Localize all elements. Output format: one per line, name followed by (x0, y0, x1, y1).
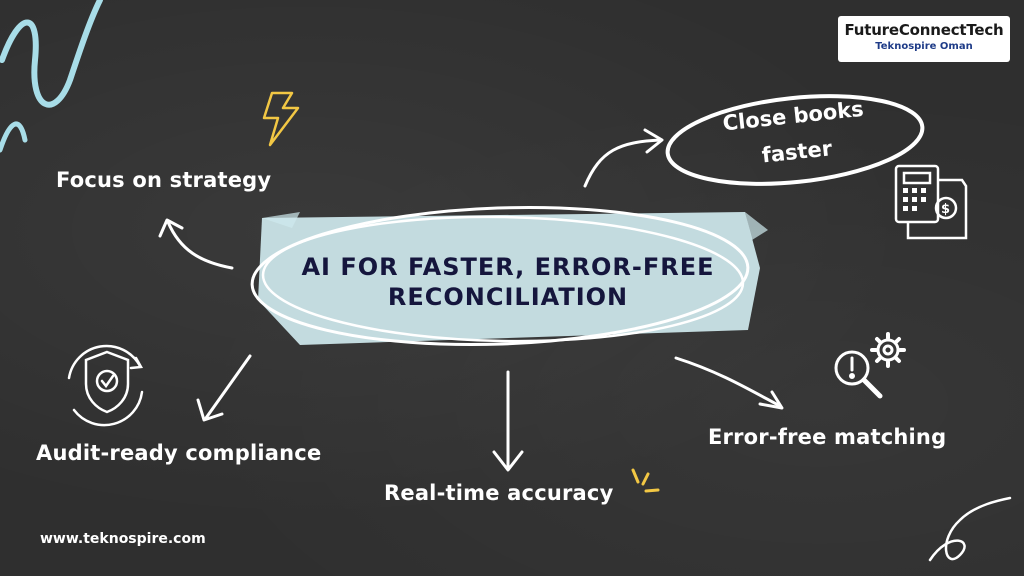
squiggle-decoration (0, 0, 103, 108)
website-url[interactable]: www.teknospire.com (40, 531, 206, 547)
benefit-audit: Audit-ready compliance (36, 441, 322, 465)
lightning-icon (262, 91, 300, 147)
sparkle-icon (631, 468, 660, 493)
brand-logo: FutureConnectTech Teknospire Oman (838, 16, 1010, 62)
brand-name: FutureConnectTech (844, 21, 1004, 39)
arrow-to-close-books (583, 138, 662, 188)
arrow-to-matching (674, 356, 782, 408)
hub-title-line1: AI FOR FASTER, ERROR-FREE (301, 253, 715, 281)
shield-check-icon (67, 344, 144, 427)
arrow-to-audit (204, 354, 252, 420)
magnifier-gear-icon (834, 332, 906, 399)
calculator-document-icon: $ (894, 164, 968, 240)
hub-title: AI FOR FASTER, ERROR-FREE RECONCILIATION (258, 252, 758, 312)
close-books-ellipse (665, 94, 925, 186)
hub-title-line2: RECONCILIATION (387, 283, 629, 311)
arrow-to-strategy (166, 220, 234, 270)
benefit-strategy: Focus on strategy (56, 168, 272, 192)
hub-ellipse (250, 205, 750, 347)
swirl-decoration (928, 496, 1012, 562)
benefit-realtime: Real-time accuracy (384, 481, 614, 505)
brand-tagline: Teknospire Oman (875, 41, 973, 52)
brush-stroke (258, 212, 760, 345)
benefit-matching: Error-free matching (708, 425, 947, 449)
svg-text:$: $ (941, 202, 950, 217)
